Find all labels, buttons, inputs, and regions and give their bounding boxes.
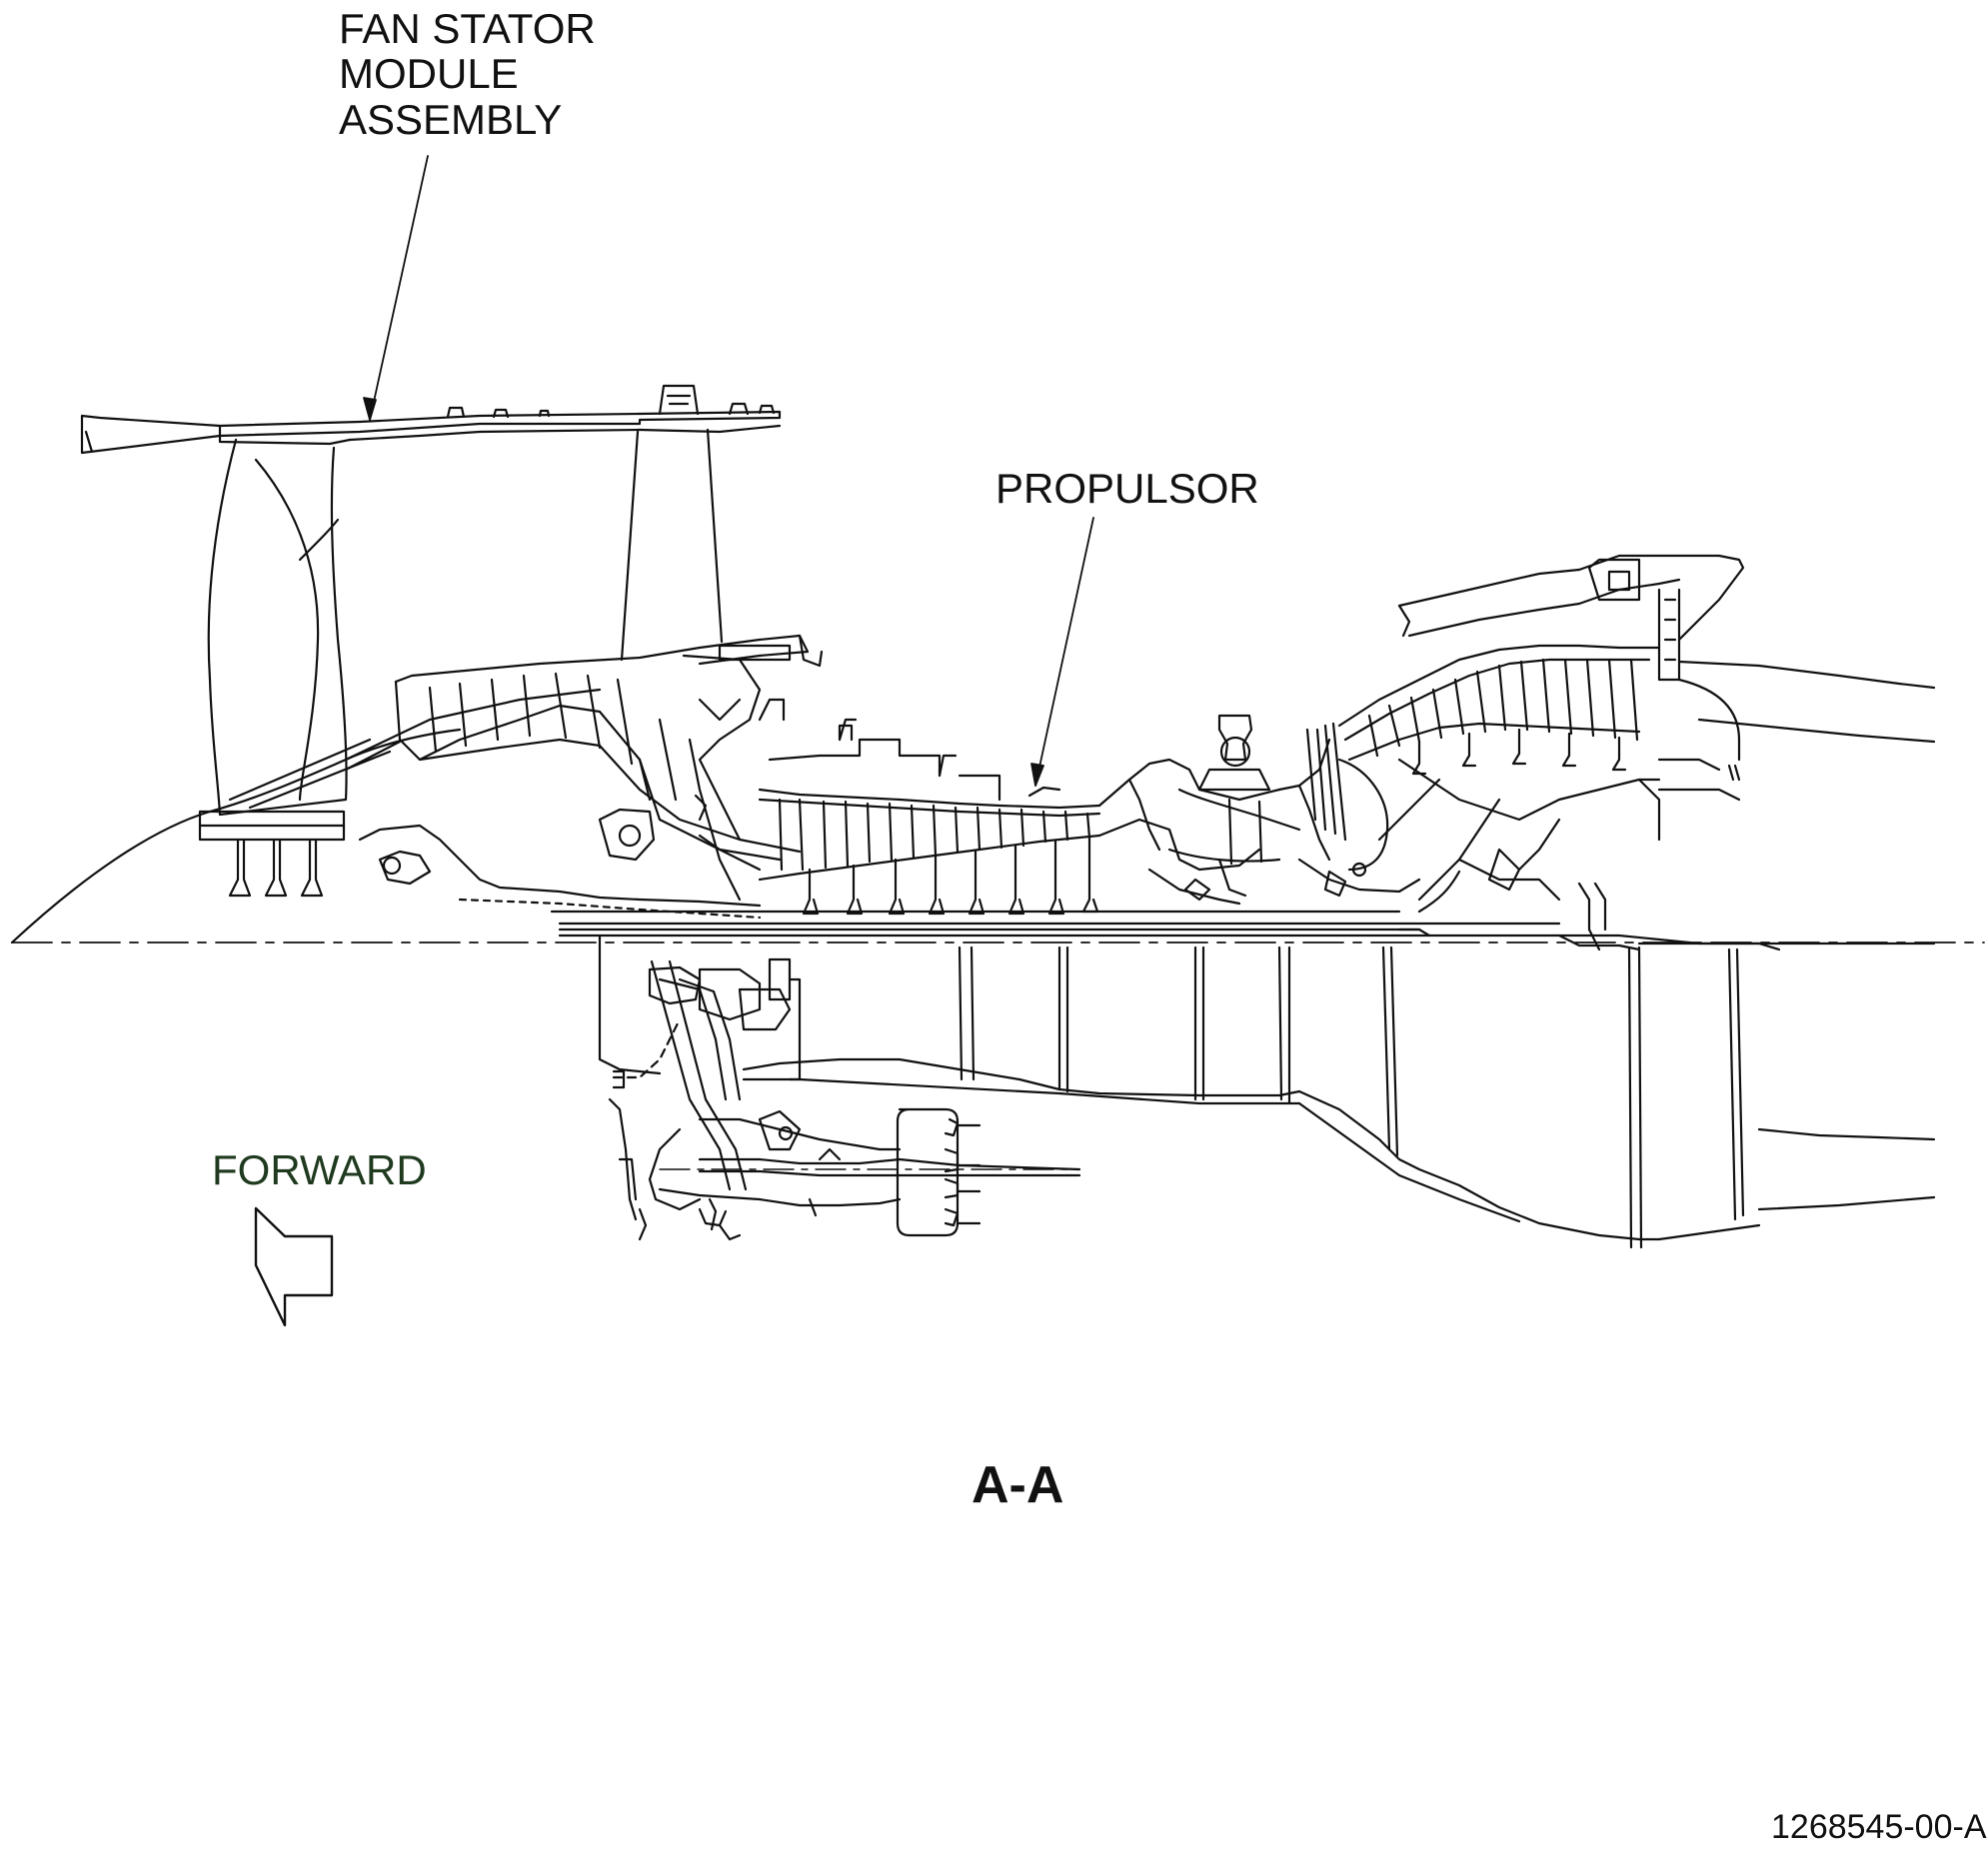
fan-stator-module (80, 384, 782, 817)
booster-section (228, 634, 824, 862)
combustor (1097, 714, 1301, 906)
forward-label: FORWARD (212, 1146, 427, 1193)
propulsor-arrowhead (1030, 763, 1044, 787)
callout-leaders (363, 155, 1094, 787)
lower-core-duct (598, 934, 1936, 1249)
fan-stator-label-line-3: ASSEMBLY (339, 95, 563, 143)
fan-stator-label-line-1: FAN STATOR (339, 5, 596, 52)
forward-arrow (254, 1206, 334, 1327)
exhaust-nozzle (1397, 554, 1936, 951)
propulsor-label: PROPULSOR (995, 465, 1259, 512)
front-bearing-area (358, 718, 1561, 937)
stator-strut (620, 428, 724, 662)
hp-compressor (758, 698, 1101, 916)
propulsor-leader (1034, 517, 1094, 787)
fan-blade (207, 438, 348, 817)
fan-stator-arrowhead (363, 397, 377, 421)
fan-stator-leader (369, 155, 429, 421)
spinner (10, 728, 462, 944)
section-view-label: A-A (972, 1456, 1064, 1514)
fan-stator-label-line-2: MODULE (339, 50, 519, 98)
lp-turbine (1337, 644, 1661, 951)
figure-id: 1268545-00-A (1771, 1808, 1987, 1846)
hp-turbine (1277, 722, 1421, 898)
fan-stator-label: FAN STATOR MODULE ASSEMBLY (339, 6, 596, 142)
accessory-gearbox (608, 957, 1081, 1241)
